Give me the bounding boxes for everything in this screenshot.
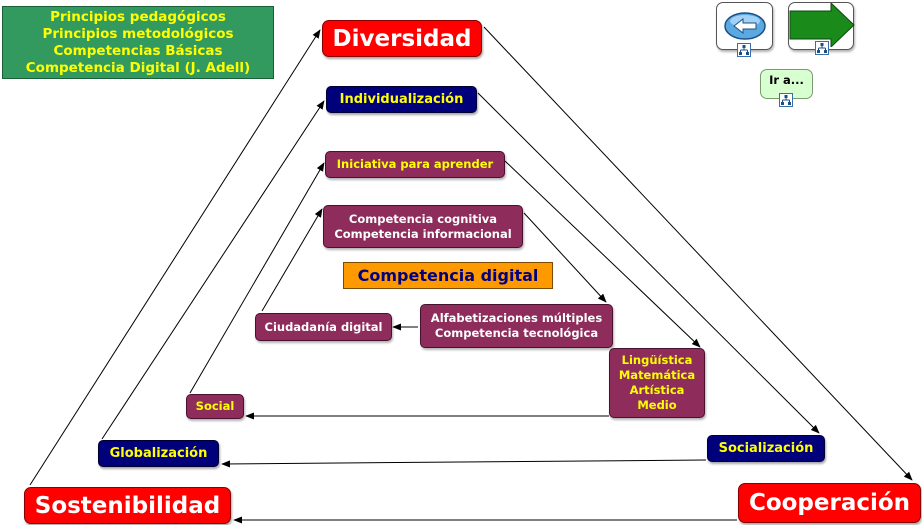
forward-arrow-icon (789, 3, 855, 47)
back-arrow-icon (724, 12, 766, 40)
arrow-socializacion-globalizacion (221, 459, 707, 468)
sitemap-icon (779, 93, 793, 107)
goto-button[interactable]: Ir a... (760, 69, 813, 107)
principles-box: Principios pedagógicos Principios metodo… (2, 6, 274, 79)
node-individualizacion[interactable]: Individualización (326, 86, 477, 113)
arrow-diversidad-cooperacion (483, 26, 913, 481)
node-cognitiva-line: Competencia cognitiva (348, 211, 498, 226)
arrow-ciudadania-cognitiva (261, 208, 323, 312)
back-button[interactable] (716, 2, 773, 57)
node-cooperacion[interactable]: Cooperación (738, 483, 921, 523)
node-basicas[interactable]: Lingüística Matemática Artística Medio (609, 348, 705, 418)
principles-line: Principios metodológicos (42, 25, 234, 42)
node-basicas-line: Medio (637, 398, 677, 412)
goto-label: Ir a... (769, 73, 804, 87)
sitemap-icon (815, 41, 829, 55)
arrow-globalizacion-individualizacion (101, 100, 325, 440)
forward-button[interactable] (788, 2, 855, 55)
arrow-sostenibilidad-diversidad (29, 29, 321, 486)
node-basicas-line: Matemática (618, 368, 696, 382)
center-title: Competencia digital (343, 262, 553, 289)
arrow-iniciativa-basicas (504, 160, 701, 348)
principles-line: Principios pedagógicos (50, 8, 226, 25)
node-cognitiva[interactable]: Competencia cognitiva Competencia inform… (323, 205, 523, 248)
node-iniciativa[interactable]: Iniciativa para aprender (325, 151, 505, 178)
node-basicas-line: Lingüística (621, 353, 693, 367)
arrow-individualizacion-socializacion (477, 92, 820, 434)
node-basicas-line: Artística (629, 383, 685, 397)
node-social[interactable]: Social (186, 394, 244, 419)
node-ciudadania[interactable]: Ciudadanía digital (255, 313, 392, 341)
principles-line: Competencia Digital (J. Adell) (25, 59, 251, 76)
node-sostenibilidad[interactable]: Sostenibilidad (24, 487, 231, 524)
sitemap-icon (737, 43, 751, 57)
principles-line: Competencias Básicas (53, 42, 223, 59)
node-cognitiva-line: Competencia informacional (334, 226, 512, 241)
node-alfabetizaciones-line: Competencia tecnológica (434, 326, 599, 340)
arrow-social-iniciativa (189, 162, 325, 394)
node-socializacion[interactable]: Socialización (707, 435, 825, 462)
node-alfabetizaciones-line: Alfabetizaciones múltiples (430, 311, 603, 325)
node-diversidad[interactable]: Diversidad (322, 20, 482, 57)
arrow-cognitiva-alfabetizaciones (523, 212, 607, 303)
node-globalizacion[interactable]: Globalización (98, 440, 219, 467)
node-alfabetizaciones[interactable]: Alfabetizaciones múltiples Competencia t… (420, 304, 613, 348)
